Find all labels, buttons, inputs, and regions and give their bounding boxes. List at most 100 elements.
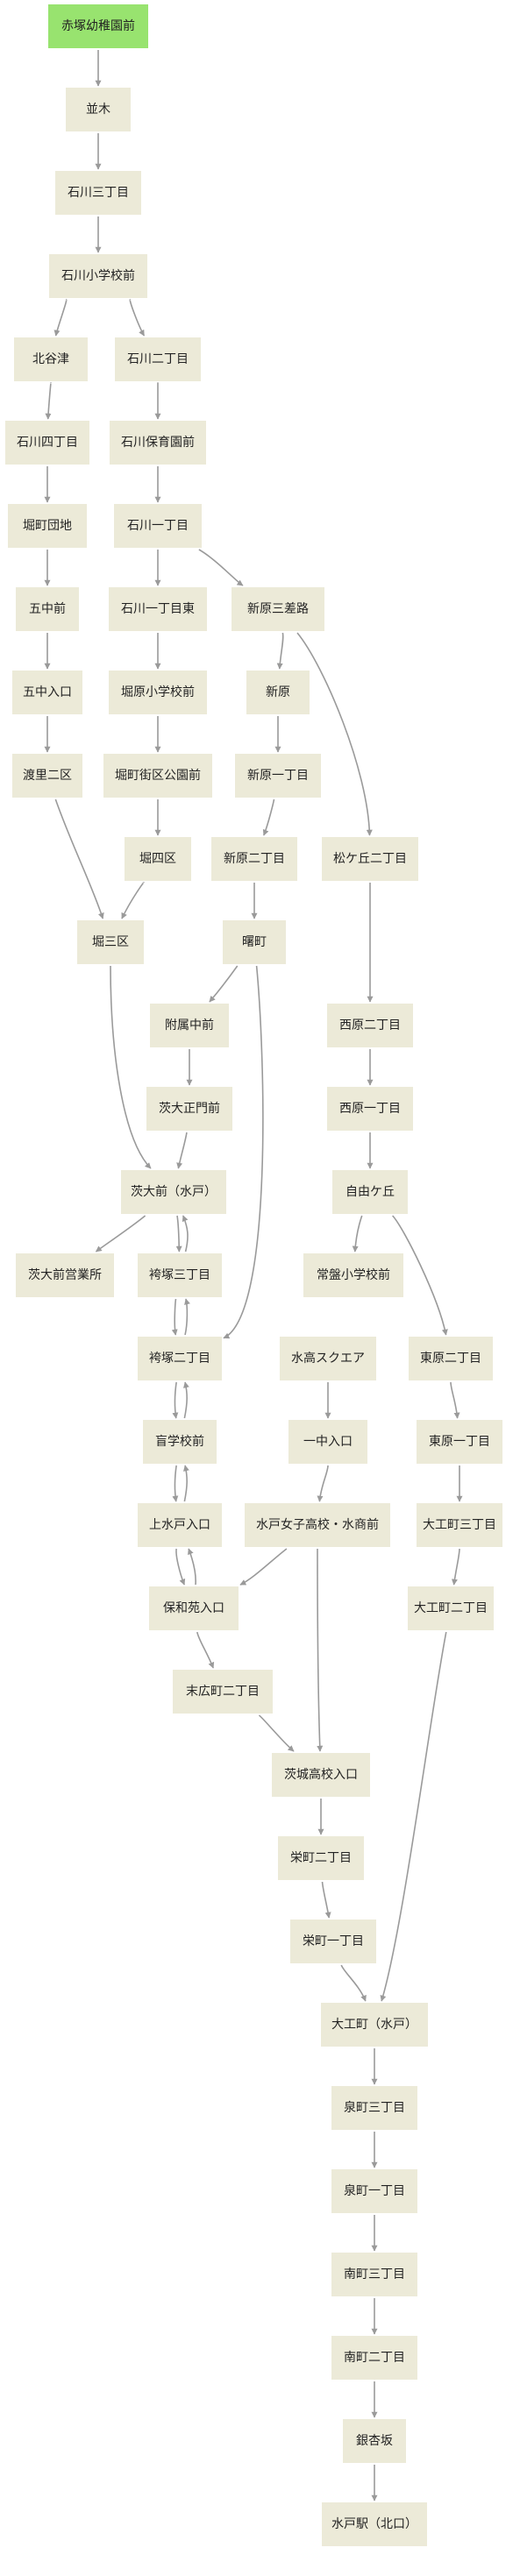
stop-label: 泉町一丁目 (344, 2183, 405, 2198)
edge-ibadai_mito-to-ibadai_office (95, 1215, 146, 1253)
stop-daikumachi3: 大工町三丁目 (417, 1503, 502, 1547)
edge-mito_joshi-to-howaen (239, 1548, 288, 1586)
edge-higashihara2-to-higashihara1 (450, 1381, 460, 1419)
stop-box (173, 1670, 273, 1714)
stop-box (331, 2086, 417, 2130)
stop-ginkyozaka: 銀杏坂 (343, 2419, 406, 2463)
stop-label: 石川四丁目 (17, 436, 78, 450)
stop-label: 茨大前（水戸） (131, 1184, 217, 1199)
stop-label: 一中入口 (303, 1435, 353, 1449)
stop-box (12, 754, 82, 798)
stop-higashihara2: 東原二丁目 (409, 1337, 493, 1380)
stop-daikumachi2: 大工町二丁目 (408, 1586, 494, 1630)
stop-label: 石川一丁目 (127, 519, 189, 533)
stop-box (150, 1004, 229, 1047)
stop-namiki: 並木 (66, 88, 131, 131)
edge-icchu_iriguchi-to-mito_joshi (317, 1465, 329, 1502)
stop-mito_joshi: 水戸女子高校・水商前 (245, 1503, 390, 1547)
stop-box (223, 920, 286, 964)
stop-label: 東原一丁目 (429, 1435, 490, 1449)
stop-shinbara: 新原 (246, 671, 310, 714)
edge-hakamazuka2-to-hakamazuka3 (184, 1298, 190, 1336)
stop-jiyugaoka: 自由ケ丘 (332, 1170, 408, 1214)
stop-hori4: 堀四区 (125, 837, 191, 881)
stop-ishikawa4: 石川四丁目 (5, 421, 89, 465)
stop-label: 東原二丁目 (420, 1352, 481, 1366)
stop-ibadai_mito: 茨大前（水戸） (121, 1170, 226, 1214)
stop-nishihara2: 西原二丁目 (327, 1004, 413, 1047)
stop-label: 袴塚三丁目 (149, 1268, 210, 1282)
stop-gochu_iriguchi: 五中入口 (12, 671, 82, 714)
edge-ibadai_seimon-to-ibadai_mito (176, 1132, 188, 1169)
stop-box (115, 337, 201, 381)
stop-box (49, 254, 147, 298)
edge-shinbara_sansaro-to-shinbara (276, 632, 284, 670)
stop-shinbara2: 新原二丁目 (211, 837, 297, 881)
stop-label: 栄町二丁目 (290, 1851, 352, 1865)
stop-box (5, 421, 89, 465)
edge-mougakkou-to-kamimito (172, 1465, 179, 1502)
stop-label: 石川三丁目 (68, 186, 129, 200)
stop-box (322, 2502, 427, 2546)
stop-label: 赤塚幼稚園前 (61, 18, 135, 33)
edge-watari2-to-hori3 (54, 798, 104, 919)
edge-akebono-to-fuzoku_chu (209, 965, 239, 1003)
stop-watari2: 渡里二区 (12, 754, 82, 798)
stop-box (327, 1087, 413, 1131)
stop-box (272, 1753, 370, 1797)
stop-label: 自由ケ丘 (345, 1185, 395, 1199)
edge-ibadai_mito-to-hakamazuka3 (175, 1215, 182, 1253)
stop-izumimachi3: 泉町三丁目 (331, 2086, 417, 2130)
stop-jouban_es: 常盤小学校前 (303, 1253, 403, 1297)
stop-hori3: 堀三区 (77, 920, 144, 964)
stop-label: 水戸駅（北口） (331, 2517, 417, 2531)
stop-gochu_mae: 五中前 (16, 587, 79, 631)
stop-box (211, 837, 297, 881)
stop-box (303, 1253, 403, 1297)
stop-label: 松ケ丘二丁目 (333, 852, 407, 866)
edge-kamimito-to-howaen (175, 1548, 186, 1586)
stop-box (14, 337, 88, 381)
stop-box (8, 504, 87, 548)
stop-box (280, 1337, 376, 1380)
stop-label: 北谷津 (32, 352, 69, 366)
stop-label: 石川一丁目東 (121, 602, 195, 616)
stop-sakaemachi1: 栄町一丁目 (290, 1920, 376, 1963)
stop-box (110, 421, 206, 465)
stop-box (331, 2253, 417, 2296)
stop-label: 堀原小学校前 (121, 685, 195, 699)
stop-box (16, 1253, 114, 1297)
stop-label: 新原一丁目 (247, 769, 309, 783)
edge-hori3-to-ibadai_mito (110, 965, 152, 1169)
stop-label: 西原二丁目 (339, 1018, 401, 1033)
stop-box (417, 1503, 502, 1547)
stop-label: 石川保育園前 (121, 435, 195, 450)
stop-box (109, 671, 207, 714)
stop-mito_station: 水戸駅（北口） (322, 2502, 427, 2546)
stop-daikumachi_mito: 大工町（水戸） (321, 2003, 428, 2047)
stop-ibaraki_hs: 茨城高校入口 (272, 1753, 370, 1797)
edge-howaen-to-suehiro2 (196, 1631, 215, 1669)
stop-box (322, 837, 418, 881)
edge-ishikawa_es-to-ishikawa2 (129, 299, 146, 337)
stop-box (138, 1503, 222, 1547)
stop-box (331, 2336, 417, 2380)
stop-label: 曙町 (242, 935, 267, 949)
stop-ishikawa3: 石川三丁目 (55, 171, 141, 215)
edge-hakamazuka3-to-ibadai_mito (182, 1215, 189, 1253)
stop-box (109, 587, 207, 631)
edge-shinbara1-to-shinbara2 (262, 798, 275, 836)
stop-label: 栄町一丁目 (303, 1934, 364, 1948)
stop-label: 大工町三丁目 (423, 1518, 496, 1532)
edge-hakamazuka2-to-mougakkou (172, 1381, 179, 1419)
stop-label: 銀杏坂 (356, 2434, 393, 2448)
stop-box (121, 1170, 226, 1214)
stop-label: 保和苑入口 (163, 1601, 224, 1615)
stop-ishikawa2: 石川二丁目 (115, 337, 201, 381)
stop-label: 並木 (86, 103, 110, 117)
stop-label: 堀町街区公園前 (115, 768, 201, 783)
stop-label: 西原一丁目 (339, 1102, 401, 1116)
stop-box (16, 587, 79, 631)
edge-sakaemachi1-to-daikumachi_mito (340, 1964, 367, 2002)
